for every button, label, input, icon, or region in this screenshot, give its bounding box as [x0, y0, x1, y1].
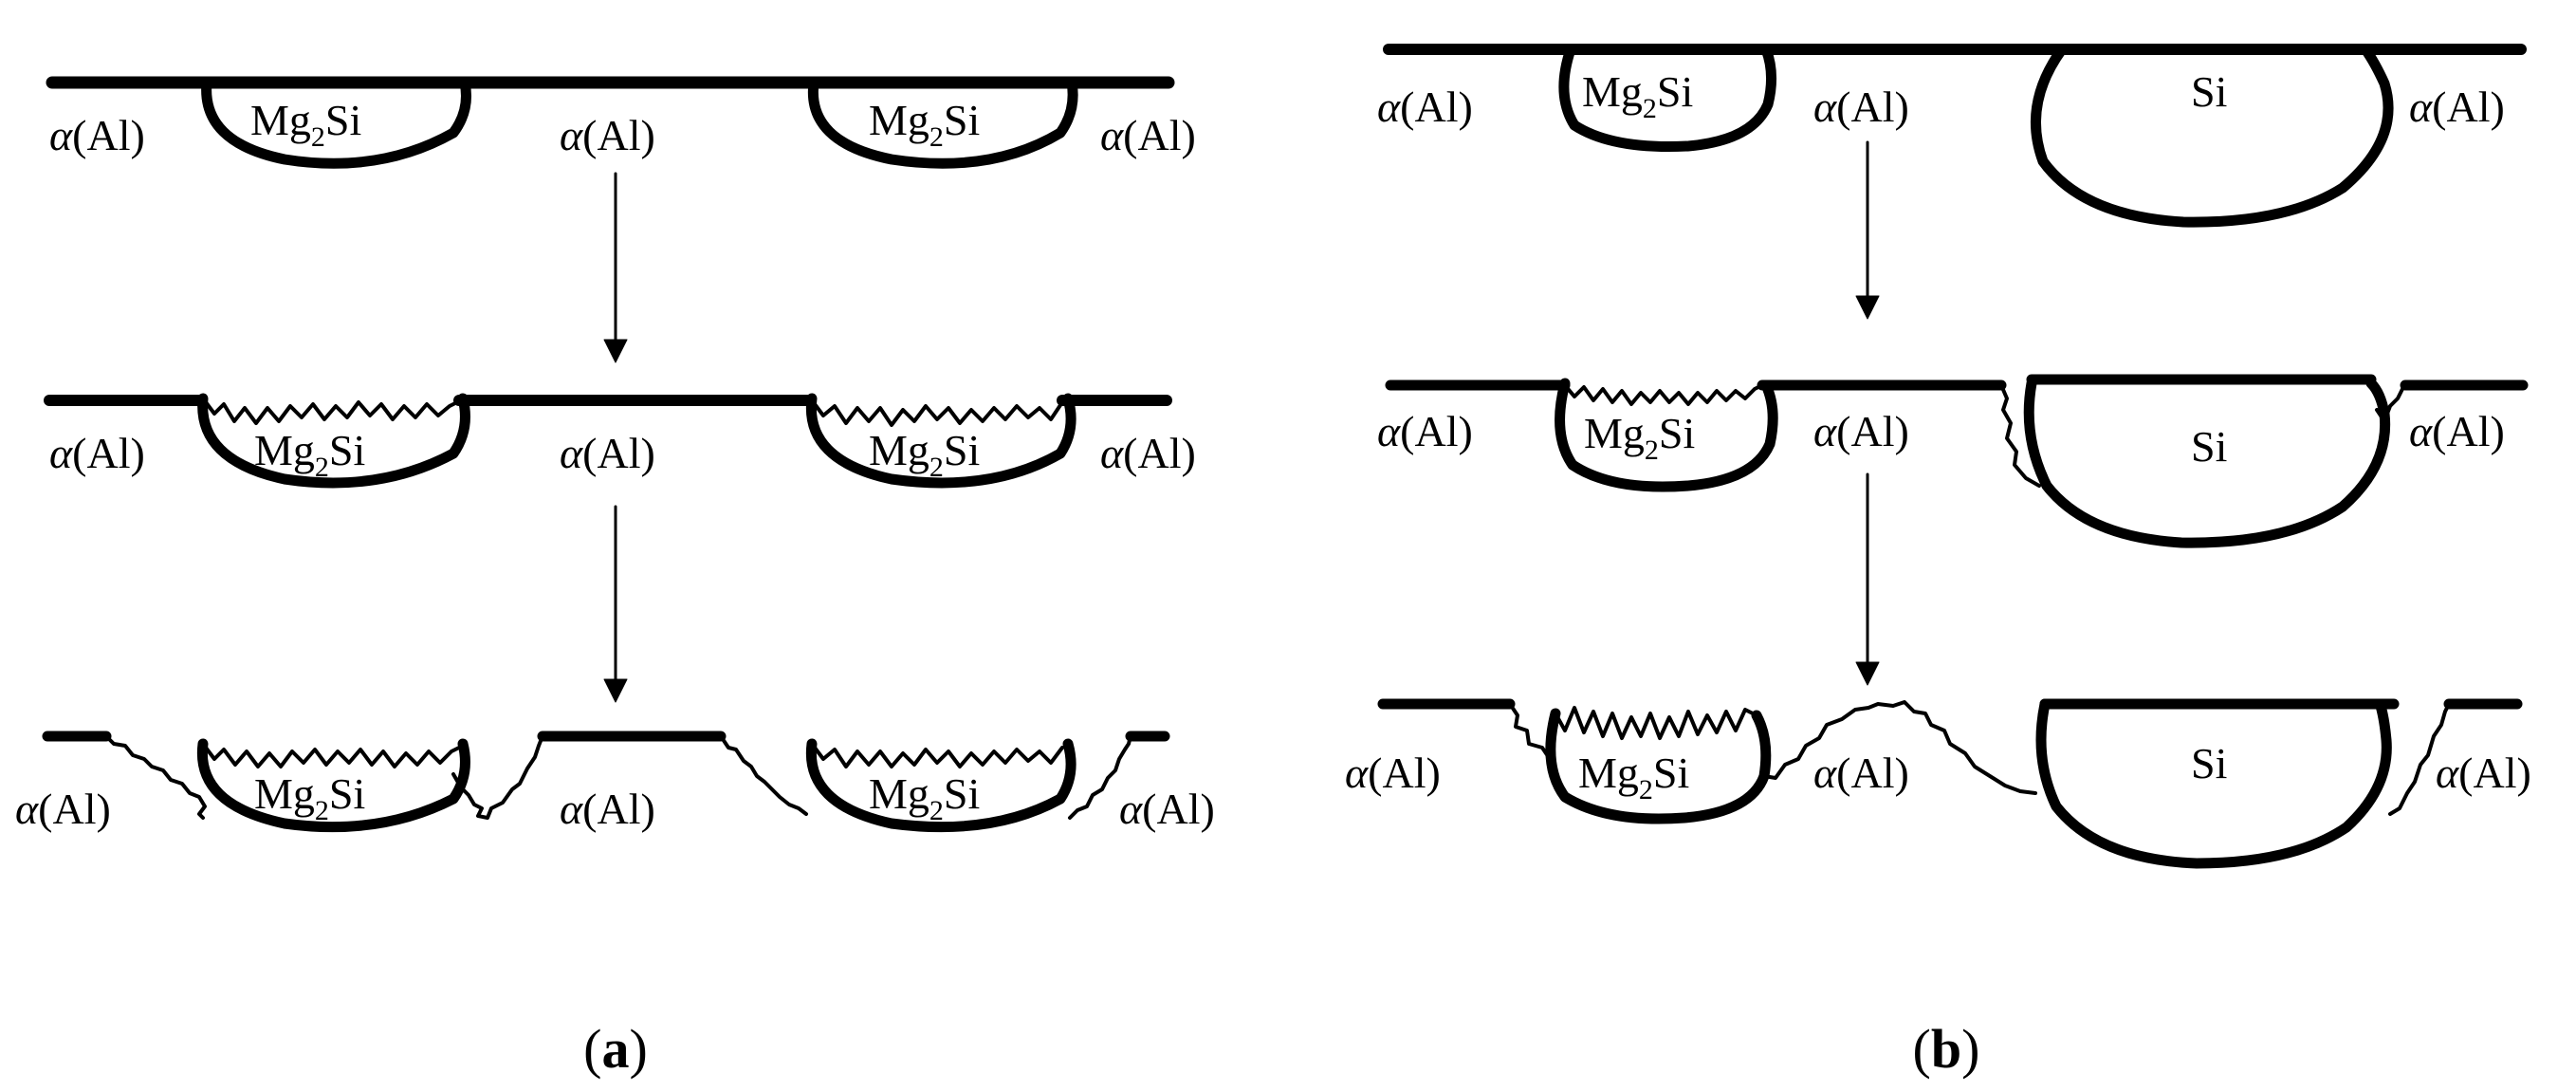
phase-label-alpha-al: α(Al): [1813, 407, 1909, 455]
panel-b-stage-2: [1385, 374, 2529, 548]
phase-label-si: Si: [2191, 422, 2227, 471]
panel-b-stage-3: [1377, 698, 2523, 869]
panel-a: [42, 76, 1175, 833]
phase-label-alpha-al: α(Al): [1100, 429, 1196, 477]
phase-label-si: Si: [2191, 739, 2227, 787]
corroded-interface: [1563, 383, 1764, 406]
arrow-a-1-head: [603, 339, 628, 363]
si-particle: [2030, 44, 2394, 228]
corrosion-front: [451, 734, 544, 820]
phase-label-alpha-al: α(Al): [560, 111, 655, 159]
panel-a-stage-1: [46, 76, 1175, 169]
phase-label-alpha-al: α(Al): [49, 111, 145, 159]
phase-label-mg2si: Mg2Si: [1584, 409, 1695, 466]
mg2si-particle-right: [807, 77, 1078, 169]
phase-label-alpha-al: α(Al): [1377, 83, 1473, 131]
panel-a-stage-2: [44, 393, 1172, 489]
panel-b-stage-1: [1383, 44, 2527, 228]
corroded-interface: [201, 742, 465, 768]
phase-label-alpha-al: α(Al): [2409, 407, 2505, 455]
phase-label-alpha-al: α(Al): [1813, 83, 1909, 131]
corrosion-front: [2375, 383, 2407, 423]
corrosion-front: [1068, 734, 1132, 820]
corrosion-front: [104, 734, 207, 820]
mg2si-particle-right: [805, 393, 1076, 489]
arrow-b-2-head: [1855, 661, 1880, 686]
corrosion-front: [1762, 700, 2037, 795]
si-particle: [2023, 378, 2391, 548]
panel-b: [1377, 44, 2529, 869]
mg2si-particle: [1555, 378, 1778, 492]
corroded-interface: [810, 398, 1064, 427]
panel-a-stage-3: [42, 731, 1170, 833]
corrosion-front: [719, 734, 808, 816]
phase-label-mg2si: Mg2Si: [254, 769, 365, 826]
phase-label-alpha-al: α(Al): [2436, 749, 2531, 797]
si-particle: [2035, 698, 2392, 869]
phase-label-alpha-al: α(Al): [1100, 111, 1196, 159]
mg2si-particle-left: [196, 738, 470, 833]
phase-label-alpha-al: α(Al): [1813, 749, 1909, 797]
phase-label-alpha-al: α(Al): [15, 785, 111, 833]
caption-b: (b): [1913, 1018, 1980, 1080]
corrosion-front: [1999, 383, 2041, 488]
phase-label-si: Si: [2191, 67, 2227, 116]
mg2si-particle-right: [805, 738, 1076, 833]
phase-label-alpha-al: α(Al): [1377, 407, 1473, 455]
phase-label-alpha-al: α(Al): [560, 429, 655, 477]
phase-label-mg2si: Mg2Si: [1582, 67, 1693, 124]
corroded-interface: [1554, 706, 1758, 740]
corrosion-front: [1508, 702, 1552, 761]
arrow-b-1-head: [1855, 295, 1880, 320]
panel-b-labels: Mg2Si Si α(Al) α(Al) α(Al) Mg2Si Si α(Al…: [1345, 67, 2531, 805]
phase-label-alpha-al: α(Al): [560, 785, 655, 833]
corroded-interface: [810, 742, 1064, 768]
arrow-a-2-head: [603, 678, 628, 703]
mg2si-particle-left: [197, 393, 470, 489]
panel-a-labels: Mg2Si Mg2Si α(Al) α(Al) α(Al) Mg2Si Mg2S…: [15, 96, 1215, 833]
corroded-interface: [201, 397, 463, 425]
phase-label-alpha-al: α(Al): [1119, 785, 1215, 833]
phase-label-mg2si: Mg2Si: [1578, 749, 1689, 805]
mg2si-particle: [1545, 708, 1772, 824]
phase-label-mg2si: Mg2Si: [869, 769, 980, 826]
corrosion-front: [2388, 702, 2451, 816]
mg2si-particle-left: [201, 77, 471, 169]
phase-label-mg2si: Mg2Si: [869, 96, 980, 153]
phase-label-alpha-al: α(Al): [2409, 83, 2505, 131]
mg2si-particle: [1558, 44, 1776, 152]
phase-label-alpha-al: α(Al): [1345, 749, 1441, 797]
phase-label-mg2si: Mg2Si: [254, 426, 365, 483]
phase-label-alpha-al: α(Al): [49, 429, 145, 477]
phase-label-mg2si: Mg2Si: [250, 96, 361, 153]
caption-a: (a): [583, 1018, 648, 1080]
phase-label-mg2si: Mg2Si: [869, 426, 980, 483]
